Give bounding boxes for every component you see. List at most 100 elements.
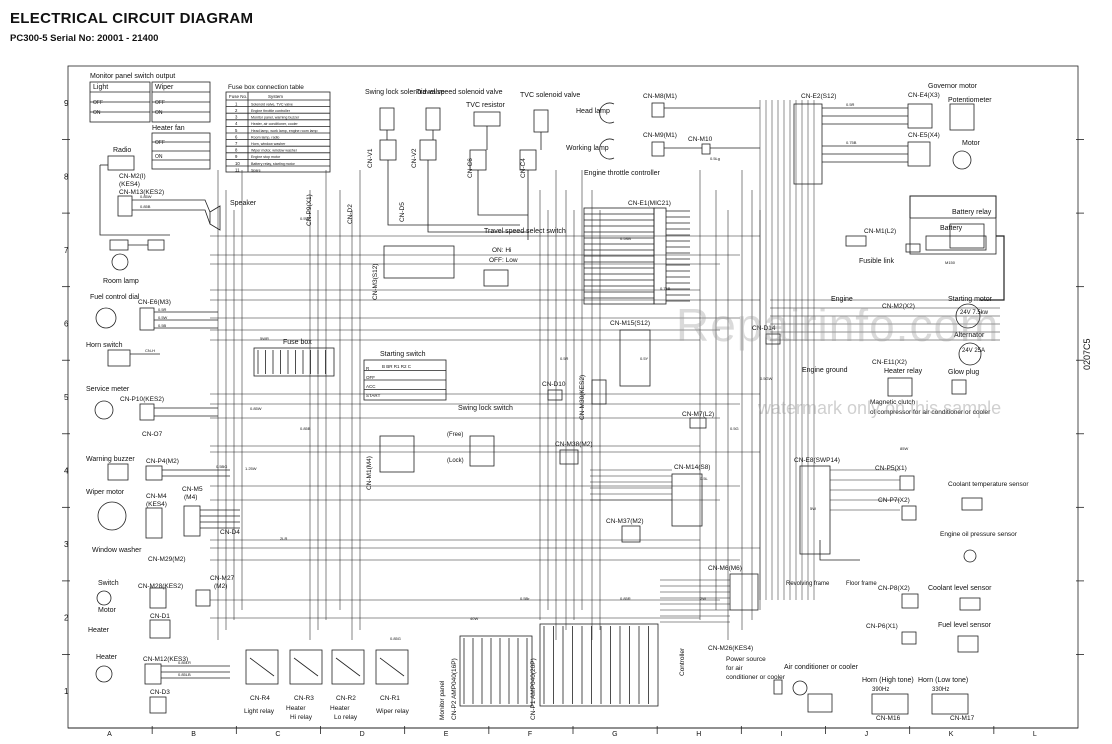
switch-label: Switch	[98, 580, 119, 587]
cn-r4-label: CN-R4	[250, 695, 270, 702]
cn-m13-connector	[117, 195, 133, 217]
heater-fan-label: Heater fan	[152, 125, 185, 132]
cn-m30-connector	[591, 379, 607, 405]
engine-label: Engine	[831, 296, 853, 303]
fusible-link-icon	[905, 243, 921, 253]
fuse-table-head-no: Fuse No.	[229, 94, 247, 99]
cn-m16-label: CN-M16	[876, 715, 901, 722]
aircon-condenser-icon	[792, 680, 808, 696]
grid-col-label: G	[612, 731, 617, 738]
frame-ground	[819, 540, 860, 561]
work-lamp-icon	[599, 138, 615, 160]
wire-code: 1.25W	[245, 466, 257, 471]
horn-low-label: Horn (Low tone)	[918, 677, 968, 684]
wire-code: 0.5B	[158, 323, 167, 328]
light-table-label: Light	[93, 84, 108, 91]
cn-m2-label: CN-M2(I)	[119, 173, 146, 180]
cn-p10-label: CN-P10(KES2)	[120, 396, 164, 403]
tvc-resistor-label: TVC resistor	[466, 102, 506, 109]
head-lamp-label: Head lamp	[576, 108, 610, 115]
buzzer-icon	[107, 463, 129, 481]
wiper-on: ON	[155, 110, 163, 116]
cn-e8-label: CN-E8(SWP14)	[794, 457, 840, 464]
engine-ground-label: Engine ground	[802, 367, 848, 374]
fuse-table-system: Solenoid valve, TVC valve	[251, 102, 293, 106]
cn-p10-connector	[139, 403, 155, 421]
diagram-title: ELECTRICAL CIRCUIT DIAGRAM	[10, 10, 254, 27]
cn-m7-label: CN-M7(L2)	[682, 411, 714, 418]
diagram-subtitle: PC300-5 Serial No: 20001 - 21400	[10, 33, 159, 44]
washer-motor-label: Motor	[98, 607, 117, 614]
grid-row-label: 9	[64, 99, 69, 108]
relay-r3-icon	[289, 649, 323, 685]
travel-speed-solenoid-icon	[425, 107, 441, 131]
horn-low-freq: 330Hz	[932, 687, 949, 693]
fuse-table-system: Horn, window washer	[251, 142, 286, 146]
cn-p4-label: CN-P4(M2)	[146, 458, 179, 465]
battery-label: Battery	[940, 225, 963, 232]
fuse-table-title: Fuse box connection table	[228, 84, 304, 91]
fuel-dial-icon	[95, 307, 117, 329]
working-lamp-label: Working lamp	[566, 145, 609, 152]
fuse-table-no: 5	[235, 128, 238, 133]
monitor-panel-connector-1	[459, 635, 533, 707]
cn-m4-connector	[145, 507, 163, 539]
cn-e1-connector	[653, 207, 667, 305]
oil-sensor-label: Engine oil pressure sensor	[940, 531, 1018, 538]
cn-m9-label: CN-M9(M1)	[643, 132, 677, 139]
cn-e4-label: CN-E4(X3)	[908, 92, 940, 99]
starting-motor-label: Starting motor	[948, 296, 993, 303]
cn-p8-label: CN-P8(X2)	[878, 585, 910, 592]
wiper-motor-label: Wiper motor	[86, 489, 125, 496]
fuse-table-system: Heater, air conditioner, cooler	[251, 122, 299, 126]
fuse-table-no: 11	[235, 167, 240, 172]
horn-low-icon	[931, 693, 969, 715]
cn-m12-label: CN-M12(KES3)	[143, 656, 188, 663]
cn-m3-connector	[383, 245, 455, 279]
controller-label: Controller	[679, 647, 686, 676]
lo-relay-label-2: Lo relay	[334, 714, 358, 721]
fuse-table-no: 2	[235, 108, 238, 113]
fuse-table-system: Wiper motor, window washer	[251, 149, 298, 153]
aircon-unit-icon	[807, 693, 833, 713]
wire-code: 0.85LR	[178, 660, 191, 665]
cn-p2-label: CN-P2 AMP040(16P)	[451, 658, 458, 720]
wire-code: 0.5SB	[620, 236, 631, 241]
starting-switch-pos: R	[366, 366, 370, 371]
grid-col-label: D	[360, 731, 365, 738]
cn-m6-label: CN-M6(M6)	[708, 565, 742, 572]
cn-p1-label: CN-P1 AMP040(20P)	[530, 658, 537, 720]
grid-col-label: K	[949, 731, 954, 738]
cn-m4-sub: (KES4)	[146, 501, 167, 508]
fuse-box-icon	[253, 347, 335, 377]
cn-e2-label: CN-E2(S12)	[801, 93, 836, 100]
cn-p7-connector	[901, 505, 917, 521]
warning-buzzer-label: Warning buzzer	[86, 456, 135, 463]
light-relay-label: Light relay	[244, 708, 275, 715]
watermark: Repairinfo.com	[676, 299, 1000, 351]
fuse-table-system: Battery relay, starting motor	[251, 162, 296, 166]
wire-code: 0.5BG	[216, 464, 227, 469]
wire-code: 0.85W	[140, 194, 152, 199]
wire-code: 0.85G	[390, 636, 401, 641]
wire-code: 2W	[700, 596, 706, 601]
starting-switch-pos: OFF	[366, 375, 375, 380]
heater-label: Heater	[88, 627, 110, 634]
cn-p9-label: CN-P9(X1)	[306, 194, 313, 226]
fuse-table-no: 3	[235, 115, 238, 120]
battery-relay-label: Battery relay	[952, 209, 992, 216]
floor-frame-label: Floor frame	[846, 581, 877, 587]
cn-c6-label: CN-C6	[467, 158, 474, 178]
fuse-table-system: Spare	[251, 168, 261, 172]
speaker-wire	[132, 209, 211, 225]
cn-e1-label: CN-E1(MIC21)	[628, 200, 671, 207]
cn-m12-connector	[144, 663, 162, 685]
oil-sensor-icon	[963, 549, 977, 563]
fuel-level-icon	[957, 635, 979, 653]
swing-lock-solenoid-label: Swing lock solenoid valve	[365, 89, 445, 96]
free-label: (Free)	[447, 432, 463, 438]
alternator-rating: 24V 25A	[962, 348, 985, 354]
cn-r3-label: CN-R3	[294, 695, 314, 702]
travel-select-label: Travel speed select switch	[484, 228, 566, 235]
cn-e6-connector	[139, 307, 155, 331]
